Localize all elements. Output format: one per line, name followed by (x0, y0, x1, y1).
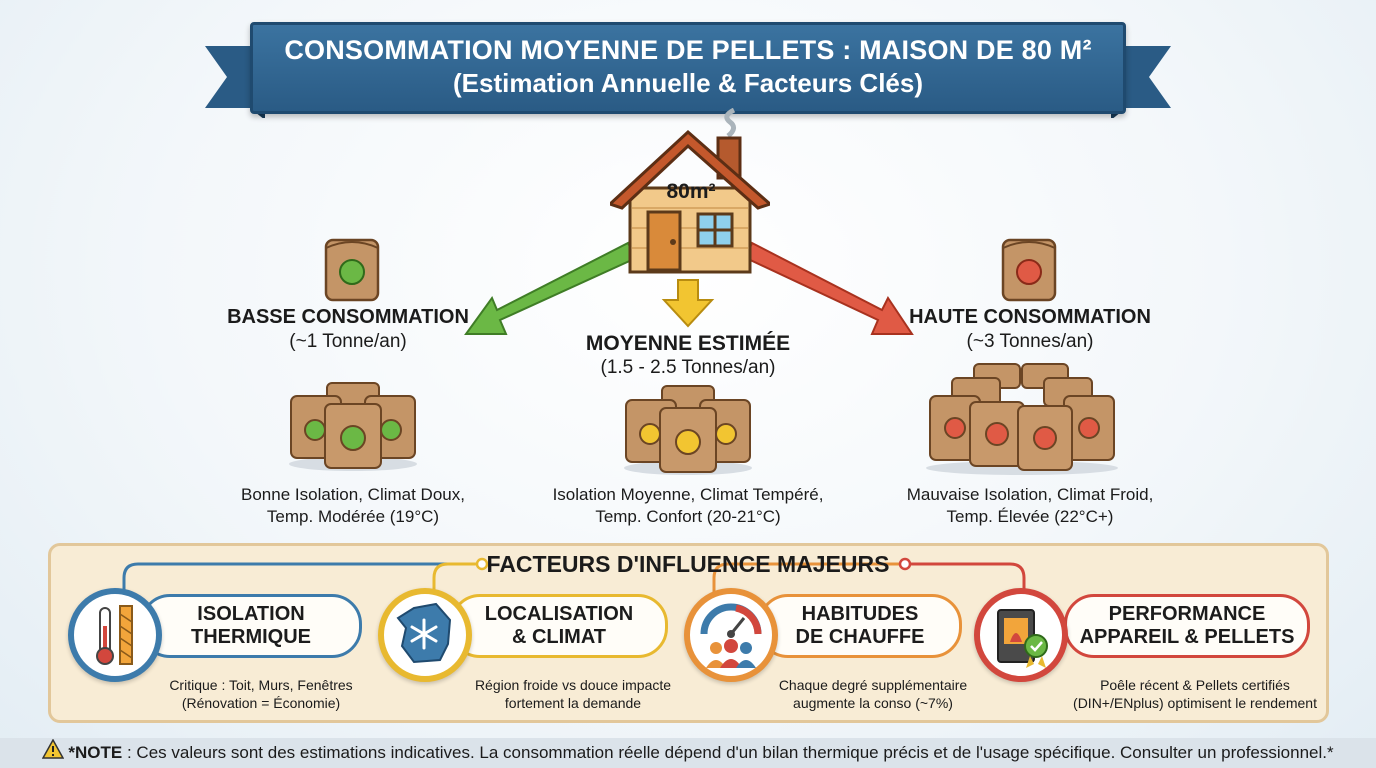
factor-localisation-pill: LOCALISATION & CLIMAT (450, 594, 668, 658)
high-consumption-amount: (~3 Tonnes/an) (966, 331, 1094, 352)
mid-bag-pile-icon (624, 385, 752, 475)
high-consumption-title: HAUTE CONSOMMATION (909, 306, 1151, 328)
france-snowflake-icon (378, 588, 472, 682)
title-banner: CONSOMMATION MOYENNE DE PELLETS : MAISON… (205, 18, 1171, 118)
page-subtitle: (Estimation Annuelle & Facteurs Clés) (452, 68, 924, 98)
green-pellet-bag-icon (324, 238, 380, 302)
red-pellet-bag-icon (1001, 238, 1057, 302)
page-title: CONSOMMATION MOYENNE DE PELLETS : MAISON… (284, 35, 1092, 65)
factor-isolation-line2: THERMIQUE (191, 626, 311, 648)
factors-title: FACTEURS D'INFLUENCE MAJEURS (486, 551, 890, 577)
factor-habitudes-description: Chaque degré supplémentaire augmente la … (768, 676, 978, 712)
yellow-arrow (661, 279, 715, 328)
factor-habitudes-line1: HABITUDES (801, 603, 919, 625)
stove-certified-icon (974, 588, 1068, 682)
factor-localisation-line1: LOCALISATION (484, 603, 634, 625)
house-area-label: 80m² (666, 180, 716, 203)
banner-main-panel: CONSOMMATION MOYENNE DE PELLETS : MAISON… (250, 22, 1126, 114)
mid-consumption-description: Isolation Moyenne, Climat Tempéré, Temp.… (518, 484, 858, 528)
high-consumption-description: Mauvaise Isolation, Climat Froid, Temp. … (870, 484, 1190, 528)
note-bar: *NOTE : Ces valeurs sont des estimations… (0, 737, 1376, 768)
factor-isolation-pill: ISOLATION THERMIQUE (140, 594, 362, 658)
high-bag-pile-icon (926, 363, 1118, 475)
factor-isolation-description: Critique : Toit, Murs, Fenêtres (Rénovat… (150, 676, 372, 712)
warning-icon (42, 737, 65, 768)
mid-desc-line1: Isolation Moyenne, Climat Tempéré, (552, 485, 824, 504)
high-desc-line1: Mauvaise Isolation, Climat Froid, (906, 485, 1154, 504)
green-arrow (464, 241, 638, 335)
low-consumption-description: Bonne Isolation, Climat Doux, Temp. Modé… (198, 484, 508, 528)
factor-habitudes-desc1: Chaque degré supplémentaire (778, 677, 968, 693)
factor-localisation-line2: & CLIMAT (511, 626, 607, 648)
house-icon (610, 108, 770, 274)
factor-localisation-description: Région froide vs douce impacte fortement… (462, 676, 684, 712)
gauge-people-icon (684, 588, 778, 682)
factor-isolation-desc1: Critique : Toit, Murs, Fenêtres (169, 677, 353, 693)
factor-performance-desc2: (DIN+/ENplus) optimisent le rendement (1073, 695, 1317, 711)
mid-desc-line2: Temp. Confort (20-21°C) (595, 507, 781, 526)
factor-localisation-desc2: fortement la demande (504, 695, 642, 711)
low-bag-pile-icon (289, 382, 417, 471)
mid-consumption-title: MOYENNE ESTIMÉE (585, 332, 791, 355)
thermometer-insulation-icon (68, 588, 162, 682)
factor-connector-lines (122, 557, 1026, 595)
factor-isolation-line1: ISOLATION (197, 603, 305, 625)
red-arrow (744, 241, 914, 335)
direction-arrows (464, 241, 914, 335)
factor-habitudes-desc2: augmente la conso (~7%) (793, 695, 953, 711)
low-desc-line2: Temp. Modérée (19°C) (266, 507, 440, 526)
factor-performance-desc1: Poêle récent & Pellets certifiés (1100, 677, 1290, 693)
factor-habitudes-line2: DE CHAUFFE (795, 626, 925, 648)
low-consumption-title: BASSE CONSOMMATION (227, 306, 469, 328)
note-label: *NOTE (68, 743, 123, 762)
factor-performance-pill: PERFORMANCE APPAREIL & PELLETS (1064, 594, 1310, 658)
factor-performance-description: Poêle récent & Pellets certifiés (DIN+/E… (1064, 676, 1326, 712)
note-text: : Ces valeurs sont des estimations indic… (122, 743, 1334, 762)
factor-isolation-desc2: (Rénovation = Économie) (181, 695, 341, 711)
mid-consumption-amount: (1.5 - 2.5 Tonnes/an) (600, 357, 776, 378)
factor-habitudes-pill: HABITUDES DE CHAUFFE (758, 594, 962, 658)
low-desc-line1: Bonne Isolation, Climat Doux, (241, 485, 465, 504)
high-desc-line2: Temp. Élevée (22°C+) (946, 507, 1114, 526)
factor-performance-line1: PERFORMANCE (1108, 603, 1266, 625)
factor-localisation-desc1: Région froide vs douce impacte (474, 677, 672, 693)
factor-performance-line2: APPAREIL & PELLETS (1079, 626, 1295, 648)
low-consumption-amount: (~1 Tonne/an) (289, 331, 407, 352)
